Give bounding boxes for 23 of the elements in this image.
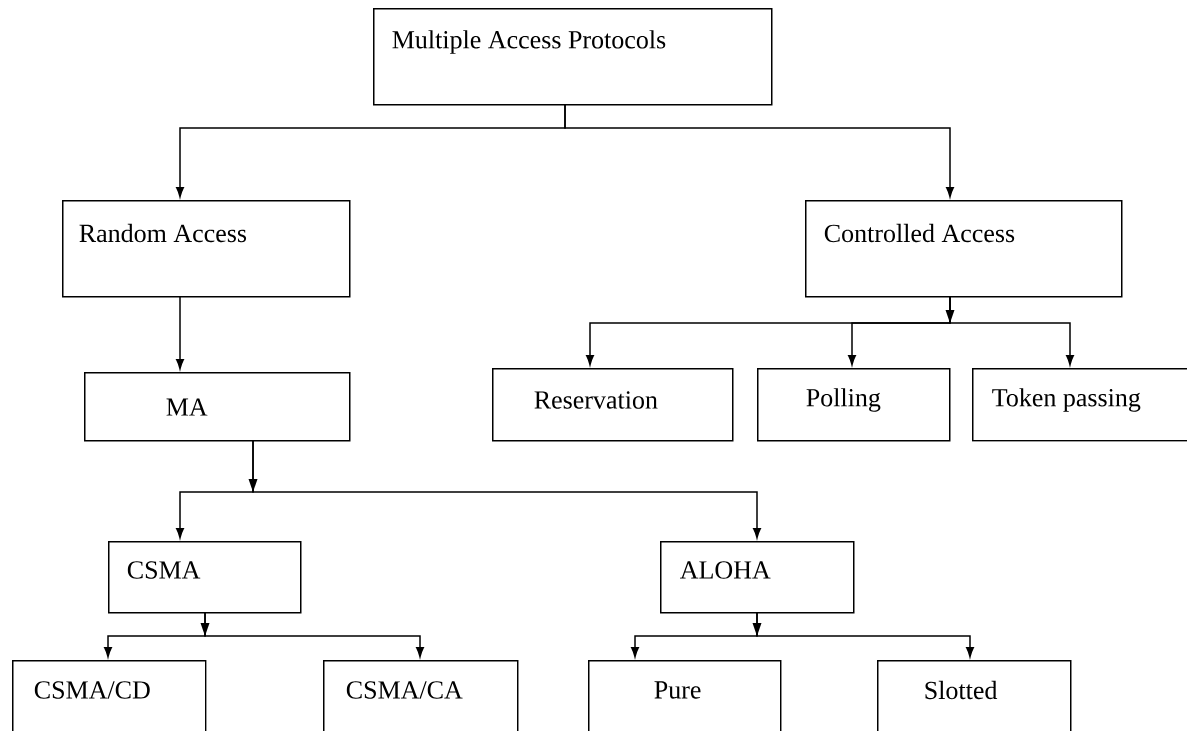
arrow [949, 295, 1074, 366]
process-box: Reservation [492, 368, 734, 442]
process-box: CSMA [108, 541, 302, 614]
arrowhead [945, 310, 955, 323]
arrow [176, 295, 184, 370]
process-box: Polling [757, 368, 951, 442]
process-box: CSMA/CD [12, 660, 207, 731]
arrow [252, 439, 761, 539]
process-box: Multiple Access Protocols [373, 8, 773, 106]
process-box: CSMA/CA [323, 660, 519, 731]
process-box: Controlled Access [805, 200, 1123, 298]
process-box: Slotted [877, 660, 1072, 731]
process-box: Random Access [62, 200, 351, 298]
arrow [756, 611, 974, 658]
process-box: Pure [588, 660, 782, 731]
arrowhead [752, 623, 762, 636]
process-box: Token passing [972, 368, 1187, 442]
process-box: MA [84, 372, 351, 442]
arrowhead [200, 623, 210, 636]
arrow [204, 611, 424, 658]
arrowhead [248, 479, 258, 492]
process-box: ALOHA [660, 541, 855, 614]
arrow [564, 103, 954, 198]
